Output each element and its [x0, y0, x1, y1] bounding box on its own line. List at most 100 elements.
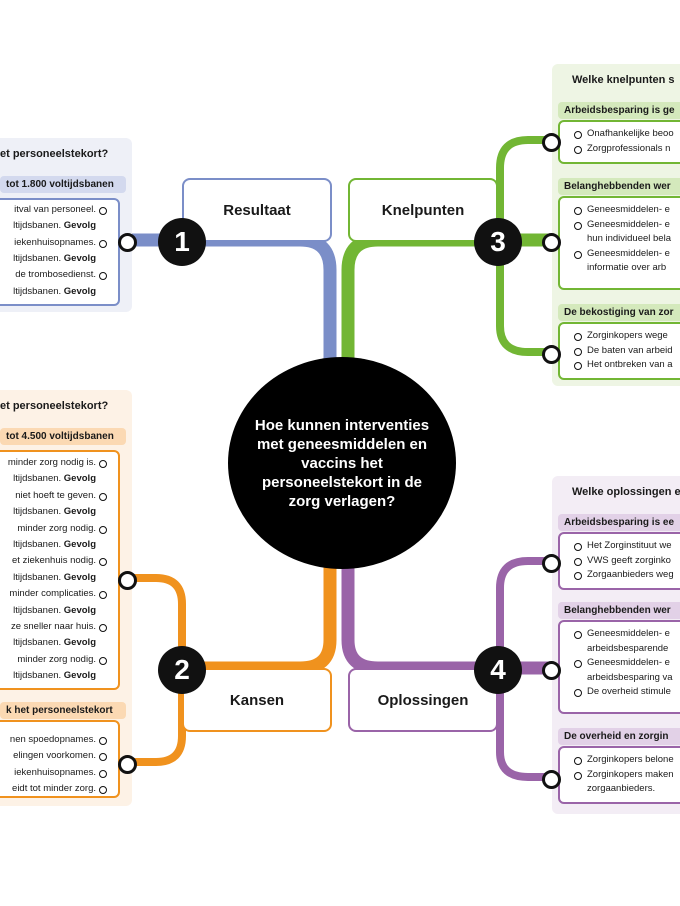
resultaat-line-5-bullet [99, 272, 107, 281]
knelpunten-group-3-line-1-bullet [574, 333, 582, 341]
oplossingen-group-3-line-3: zorgaanbieders. [587, 783, 656, 794]
kansen-line-2: ltijdsbanen. Gevolg [13, 473, 96, 485]
oplossingen-group-2-line-2: arbeidsbesparende [587, 642, 669, 654]
resultaat-line-3-text: iekenhuisopnames. [14, 236, 96, 248]
central-question: Hoe kunnen interventies met geneesmiddel… [228, 357, 456, 569]
resultaat-line-6-bold: Gevolg [63, 285, 96, 297]
kansen-line-2-bold: Gevolg [63, 473, 96, 485]
knelpunten-panel-title: Welke knelpunten s [572, 74, 675, 86]
resultaat-line-1: itval van personeel. [14, 204, 96, 216]
knelpunten-group-2-line-3: hun individueel bela [587, 233, 671, 244]
kansen-line2-2: elingen voorkomen. [13, 750, 96, 762]
kansen-line-8-text: ltijdsbanen. [13, 571, 62, 583]
kansen-line-3-text: niet hoeft te geven. [15, 489, 96, 501]
kansen-panel-list [0, 450, 120, 690]
kansen-line2-1-text: nen spoedopnames. [9, 734, 96, 745]
kansen-line-6-text: ltijdsbanen. [13, 539, 62, 550]
resultaat-line-5: de trombosedienst. [15, 269, 96, 281]
knelpunten-group-3-bar: De bekostiging van zor [558, 304, 680, 321]
kansen-line-7-bullet [99, 558, 107, 567]
kansen-line-8: ltijdsbanen. Gevolg [13, 572, 96, 584]
orange-connector [190, 555, 337, 675]
junction-dot-resultaat [118, 233, 137, 252]
kansen-line-12-text: ltijdsbanen. [13, 637, 62, 649]
kansen-line2-3-bullet [99, 769, 107, 778]
kansen-line2-4-bullet [99, 786, 107, 795]
kansen-line-4-text: ltijdsbanen. [13, 506, 62, 518]
resultaat-panel-title: et personeelstekort? [0, 148, 109, 160]
knelpunten-label: Knelpunten [348, 178, 498, 242]
resultaat-line-4-text: ltijdsbanen. [13, 252, 62, 264]
junction-dot-oplossingen-3 [542, 770, 561, 789]
resultaat-line-2-bold: Gevolg [63, 220, 96, 232]
oplossingen-panel-title: Welke oplossingen e [572, 486, 680, 498]
branch-number-4: 4 [474, 646, 522, 694]
branch-number-2: 2 [158, 646, 206, 694]
purple-connector-top [496, 557, 552, 668]
knelpunten-group-3-line-2: De baten van arbeid [587, 344, 673, 356]
kansen-line-11-bullet [99, 624, 107, 632]
knelpunten-group-1-line-2-bullet [574, 145, 582, 154]
kansen-line-4: ltijdsbanen. Gevolg [13, 506, 96, 518]
kansen-line-1-text: minder zorg nodig is. [7, 457, 96, 468]
oplossingen-group-1-line-3-bullet [574, 572, 582, 580]
oplossingen-group-2-bar: Belanghebbenden wer [558, 602, 680, 619]
oplossingen-group-2-line-1-bullet [574, 631, 582, 639]
kansen-line-2-text: ltijdsbanen. [13, 473, 62, 485]
kansen-line-6: ltijdsbanen. Gevolg [13, 539, 96, 551]
kansen-line2-2-bullet [99, 753, 107, 762]
kansen-line-7-text: et ziekenhuis nodig. [12, 555, 96, 567]
oplossingen-group-1-line-2-bullet [574, 557, 582, 566]
branch-number-1: 1 [158, 218, 206, 266]
kansen-line-3: niet hoeft te geven. [15, 490, 96, 502]
oplossingen-group-1-line-1-bullet [574, 543, 582, 551]
resultaat-line-1-text: itval van personeel. [14, 204, 96, 215]
knelpunten-group-2-line-4: Geneesmiddelen- e [587, 247, 670, 259]
resultaat-line-3: iekenhuisopnames. [14, 237, 96, 249]
kansen-line2-2-text: elingen voorkomen. [13, 750, 96, 762]
resultaat-line-6: ltijdsbanen. Gevolg [13, 286, 96, 298]
kansen-line-5: minder zorg nodig. [17, 523, 96, 535]
kansen-line-4-bold: Gevolg [63, 506, 96, 518]
kansen-line-1: minder zorg nodig is. [8, 457, 96, 469]
resultaat-line-5-text: de trombosedienst. [15, 269, 96, 281]
kansen-panel: et personeelstekort? tot 4.500 voltijdsb… [0, 390, 132, 806]
oplossingen-group-3-line-2: Zorginkopers maken [587, 768, 674, 780]
knelpunten-group-2-line-2: Geneesmiddelen- e [587, 218, 670, 230]
kansen-line2-4: eidt tot minder zorg. [12, 783, 96, 795]
junction-dot-kansen-1 [118, 571, 137, 590]
purple-connector [341, 555, 552, 675]
kansen-line-9-text: minder complicaties. [9, 588, 96, 600]
resultaat-line-4: ltijdsbanen. Gevolg [13, 253, 96, 265]
knelpunten-group-3-line-3: Het ontbreken van a [587, 359, 673, 370]
central-question-text: Hoe kunnen interventies met geneesmiddel… [254, 416, 430, 510]
blue-connector [128, 233, 337, 370]
kansen-line-6-bold: Gevolg [63, 539, 96, 550]
oplossingen-group-2-line-5: De overheid stimule [587, 686, 671, 697]
kansen-line-10-text: ltijdsbanen. [13, 604, 62, 616]
kansen-line2-3: iekenhuisopnames. [14, 767, 96, 779]
resultaat-label: Resultaat [182, 178, 332, 242]
junction-dot-oplossingen-1 [542, 554, 561, 573]
oplossingen-label: Oplossingen [348, 668, 498, 732]
resultaat-panel-bar: tot 1.800 voltijdsbanen [0, 176, 126, 193]
kansen-line-8-bold: Gevolg [63, 571, 96, 583]
knelpunten-group-1-line-1-bullet [574, 131, 582, 139]
orange-connector-top [128, 574, 186, 668]
oplossingen-group-1-line-3: Zorgaanbieders weg [587, 569, 674, 580]
kansen-line-13-text: minder zorg nodig. [17, 653, 96, 665]
orange-connector-bottom [128, 668, 186, 766]
kansen-line-10-bold: Gevolg [63, 604, 96, 616]
knelpunten-group-2-line-1-bullet [574, 207, 582, 215]
kansen-line2-1-bullet [99, 737, 107, 745]
knelpunten-group-2-line-2-bullet [574, 221, 582, 230]
knelpunten-group-1-list [558, 120, 680, 164]
kansen-line-14: ltijdsbanen. Gevolg [13, 670, 96, 682]
green-connector-top [496, 136, 552, 242]
oplossingen-group-2-line-3: Geneesmiddelen- e [587, 657, 670, 668]
kansen-line-5-bullet [99, 525, 107, 534]
resultaat-line-4-bold: Gevolg [63, 252, 96, 264]
knelpunten-group-2-bar: Belanghebbenden wer [558, 178, 680, 195]
purple-connector-bottom [496, 668, 552, 781]
